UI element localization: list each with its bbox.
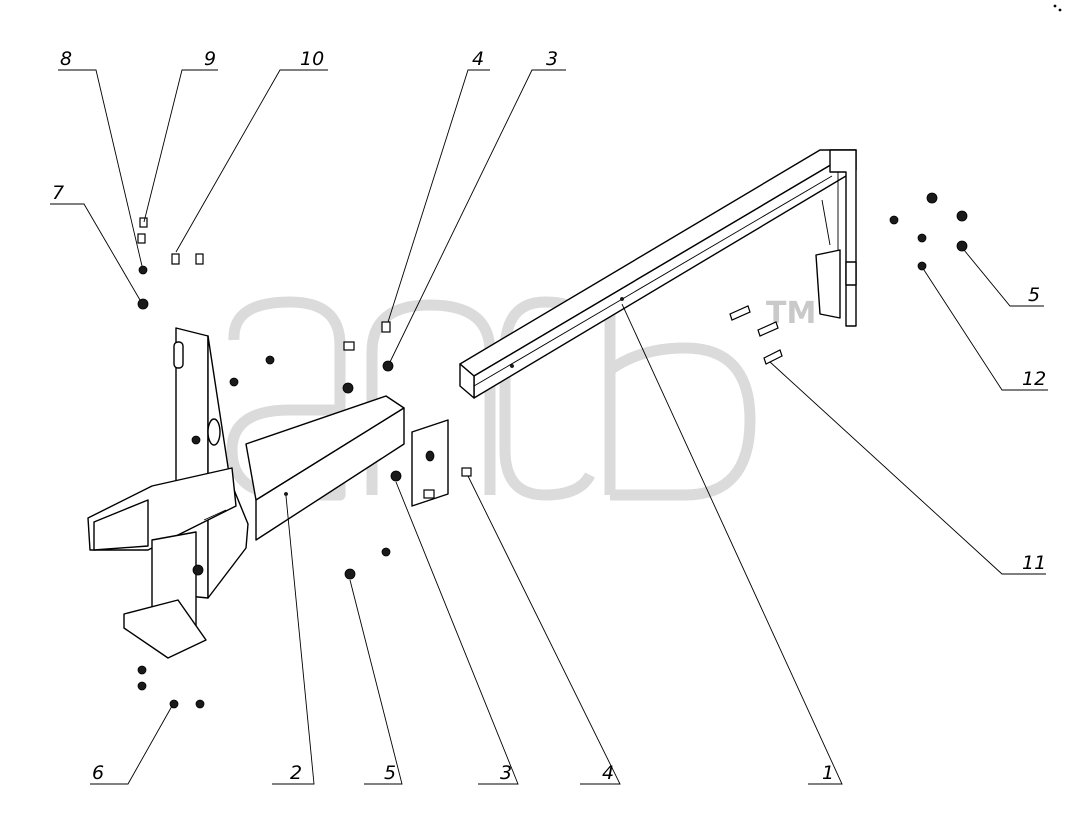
nut-icon <box>956 240 968 252</box>
hardware <box>137 192 968 709</box>
callout-3: 3 <box>500 762 512 784</box>
bolt-icon <box>171 253 180 265</box>
callout-2: 2 <box>290 762 302 784</box>
callout-5: 5 <box>1028 284 1040 306</box>
nut-icon <box>265 355 275 365</box>
frame-hole <box>284 492 288 496</box>
beam-hole <box>510 364 514 368</box>
callout-4: 4 <box>602 762 614 784</box>
bolt-icon <box>423 489 435 499</box>
beam-hole <box>620 297 624 301</box>
nut-icon <box>342 382 354 394</box>
callout-10: 10 <box>300 48 324 70</box>
nut-icon <box>195 699 205 709</box>
nut-icon <box>382 360 394 372</box>
nut-icon <box>137 665 147 675</box>
callout-11: 11 <box>1022 552 1046 574</box>
bolt-icon <box>729 305 751 321</box>
nut-icon <box>917 261 927 271</box>
callout-9: 9 <box>204 48 216 70</box>
nut-icon <box>137 681 147 691</box>
callout-1: 1 <box>822 762 834 784</box>
bolt-icon <box>381 321 391 333</box>
leader-lines <box>50 69 1048 785</box>
nut-icon <box>956 210 968 222</box>
bolt-icon <box>137 233 146 244</box>
nut-icon <box>229 377 239 387</box>
bolt-icon <box>757 321 779 337</box>
callout-3: 3 <box>546 48 558 70</box>
part-3-plate <box>411 419 449 507</box>
washer-icon <box>137 298 149 310</box>
corner-marks <box>1053 4 1062 12</box>
callout-labels: 8 9 10 4 3 7 5 12 11 6 2 5 3 4 1 <box>52 48 1046 784</box>
bolt-icon <box>195 253 204 265</box>
bolt-icon <box>763 349 783 365</box>
callout-5: 5 <box>384 762 396 784</box>
frame-bolt <box>192 564 204 576</box>
nut-icon <box>926 192 938 204</box>
bolt-icon <box>343 341 355 351</box>
frame-bolt <box>191 435 201 445</box>
nut-icon <box>889 215 899 225</box>
washer-icon <box>138 265 148 275</box>
nut-icon <box>344 568 356 580</box>
bolt-icon <box>139 217 148 228</box>
callout-8: 8 <box>60 48 72 70</box>
nut-icon <box>917 233 927 243</box>
callout-4: 4 <box>472 48 484 70</box>
part-1-beam <box>459 149 857 399</box>
callout-6: 6 <box>92 762 104 784</box>
nut-icon <box>381 547 391 557</box>
callout-7: 7 <box>52 182 64 204</box>
part-2-frame <box>87 327 405 659</box>
callout-12: 12 <box>1022 368 1046 390</box>
nut-icon <box>390 470 402 482</box>
bolt-icon <box>461 467 472 477</box>
